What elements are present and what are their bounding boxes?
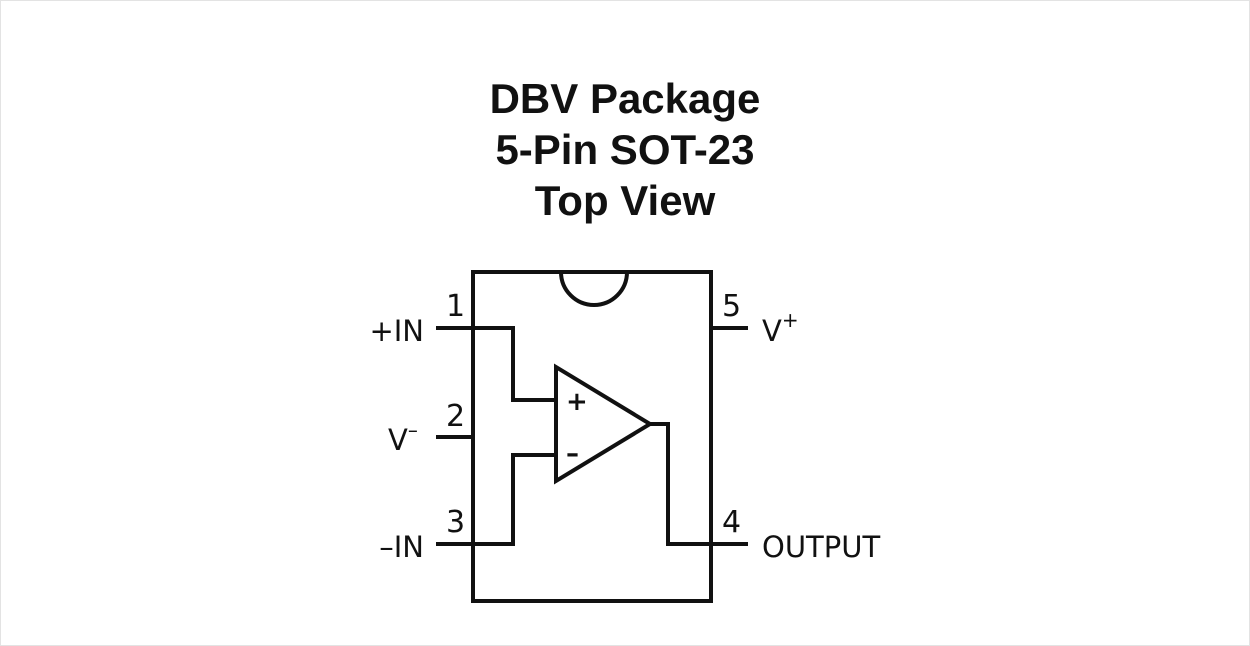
opamp-minus-sign: –	[566, 439, 579, 469]
pin2-number: 2	[446, 399, 465, 434]
pin2-label: V–	[388, 418, 418, 457]
pin2-label-base: V	[388, 423, 408, 457]
wire-minus-input	[473, 453, 556, 546]
pin3-label: –IN	[379, 530, 424, 564]
package-outline	[471, 270, 713, 603]
title-view: Top View	[534, 177, 716, 224]
pin2-label-superscript: –	[408, 418, 418, 442]
diagram-title: DBV Package 5-Pin SOT-23 Top View	[0, 73, 1250, 226]
pin4-number: 4	[722, 505, 741, 540]
pin5-label: V+	[762, 308, 799, 348]
pin1-number: 1	[446, 289, 465, 324]
title-package: DBV Package	[489, 75, 761, 122]
wire-output	[646, 422, 711, 546]
pin5-label-base: V	[762, 314, 782, 348]
opamp-plus-sign: +	[566, 387, 588, 417]
package-notch	[559, 271, 629, 307]
wire-plus-input	[473, 326, 556, 402]
pin1-label: +IN	[369, 314, 424, 348]
opamp-triangle	[554, 363, 654, 485]
pin3-number: 3	[446, 505, 465, 540]
title-pin-count: 5-Pin SOT-23	[495, 126, 755, 173]
pin4-label: OUTPUT	[762, 530, 880, 564]
pin5-label-superscript: +	[782, 308, 799, 332]
pin5-number: 5	[722, 289, 741, 324]
